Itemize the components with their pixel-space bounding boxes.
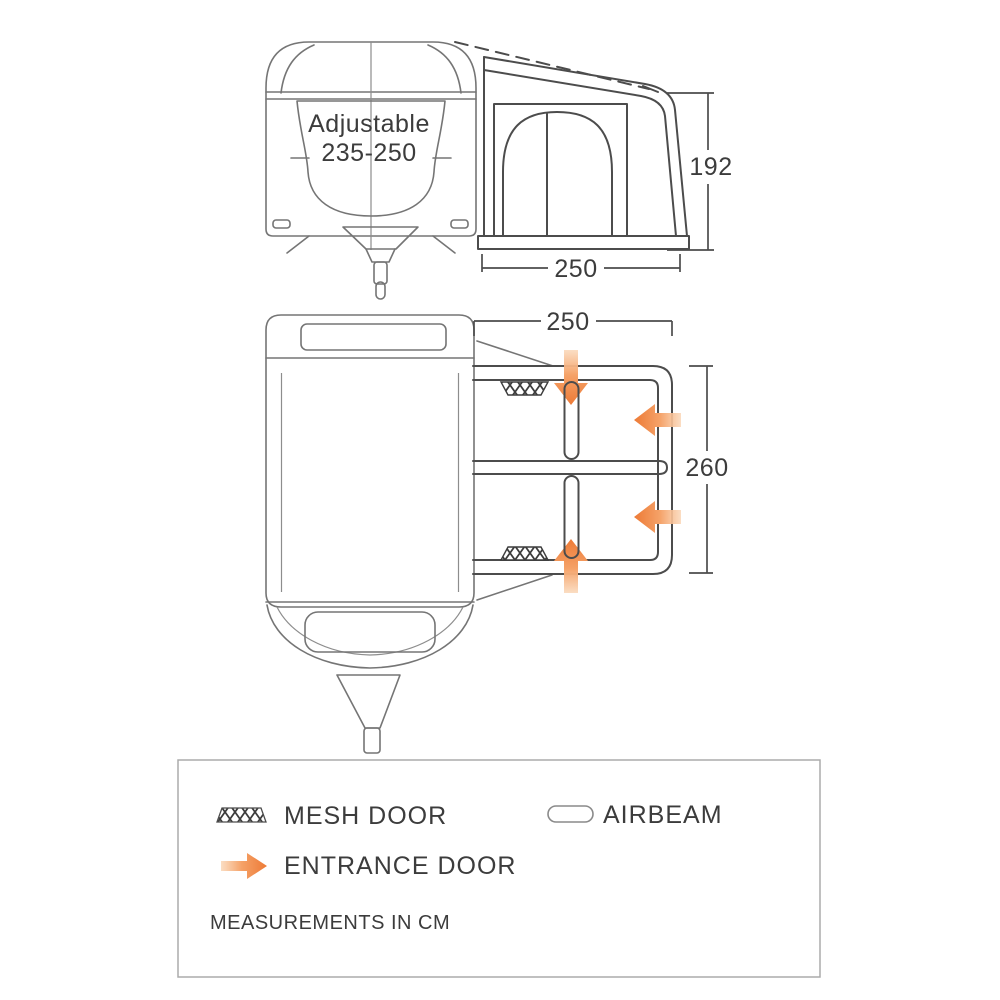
measurements-note: MEASUREMENTS IN CM [210,912,450,934]
entrance-door-arrow-icon [221,853,267,879]
legend-box [177,759,821,978]
legend: MESH DOOR AIRBEAM ENTRANCE DOOR MEASUREM… [177,759,821,978]
awning-side-view [454,41,690,250]
awning-plan-view [472,340,681,601]
airbeam-centre-bottom [563,475,580,559]
mesh-door-icon [216,807,267,823]
caravan-hitch [342,226,419,300]
side-height-dim-label: 192 [689,153,732,181]
mesh-door-bottom [499,546,550,561]
caravan-roof-window [300,323,447,351]
plan-width-dim-label: 250 [546,308,589,336]
caravan-hitch-plan [336,674,401,754]
legend-item-airbeam: AIRBEAM [547,801,723,829]
airbeam-label: AIRBEAM [603,801,723,829]
entrance-door-arrow-right-lower [634,501,681,533]
legend-item-mesh-door: MESH DOOR [216,802,447,830]
entrance-door-arrow-right-upper [634,404,681,436]
awning-roof-connection-dashed-line [454,41,650,90]
awning-side-door [493,103,628,237]
caravan-side-view: Adjustable 235-250 [265,41,477,300]
plan-depth-dimension: 260 [685,365,728,574]
side-height-dimension: 192 [667,92,732,251]
awning-perimeter-beam [472,365,673,575]
plan-width-dimension: 250 [473,308,673,336]
airbeam-icon [547,805,594,823]
caravan-adjustable-label-line1: Adjustable [308,110,430,138]
airbeam-centre-top [563,381,580,460]
side-width-dim-label: 250 [554,255,597,283]
side-view: Adjustable 235-250 [265,41,732,300]
mesh-door-top [499,381,550,396]
entrance-door-arrow-bottom [554,539,588,593]
entrance-door-arrow-top [554,350,588,405]
side-width-dimension: 250 [481,254,681,283]
awning-middle-beam [472,460,668,475]
caravan-adjustable-label-line2: 235-250 [321,139,416,167]
plan-depth-dim-label: 260 [685,454,728,482]
mesh-door-label: MESH DOOR [284,802,447,830]
caravan-front-locker [304,611,436,653]
plan-view: 250 260 [265,308,728,754]
legend-item-entrance-door: ENTRANCE DOOR [221,852,516,880]
caravan-plan-view [265,314,475,754]
entrance-door-label: ENTRANCE DOOR [284,852,516,880]
